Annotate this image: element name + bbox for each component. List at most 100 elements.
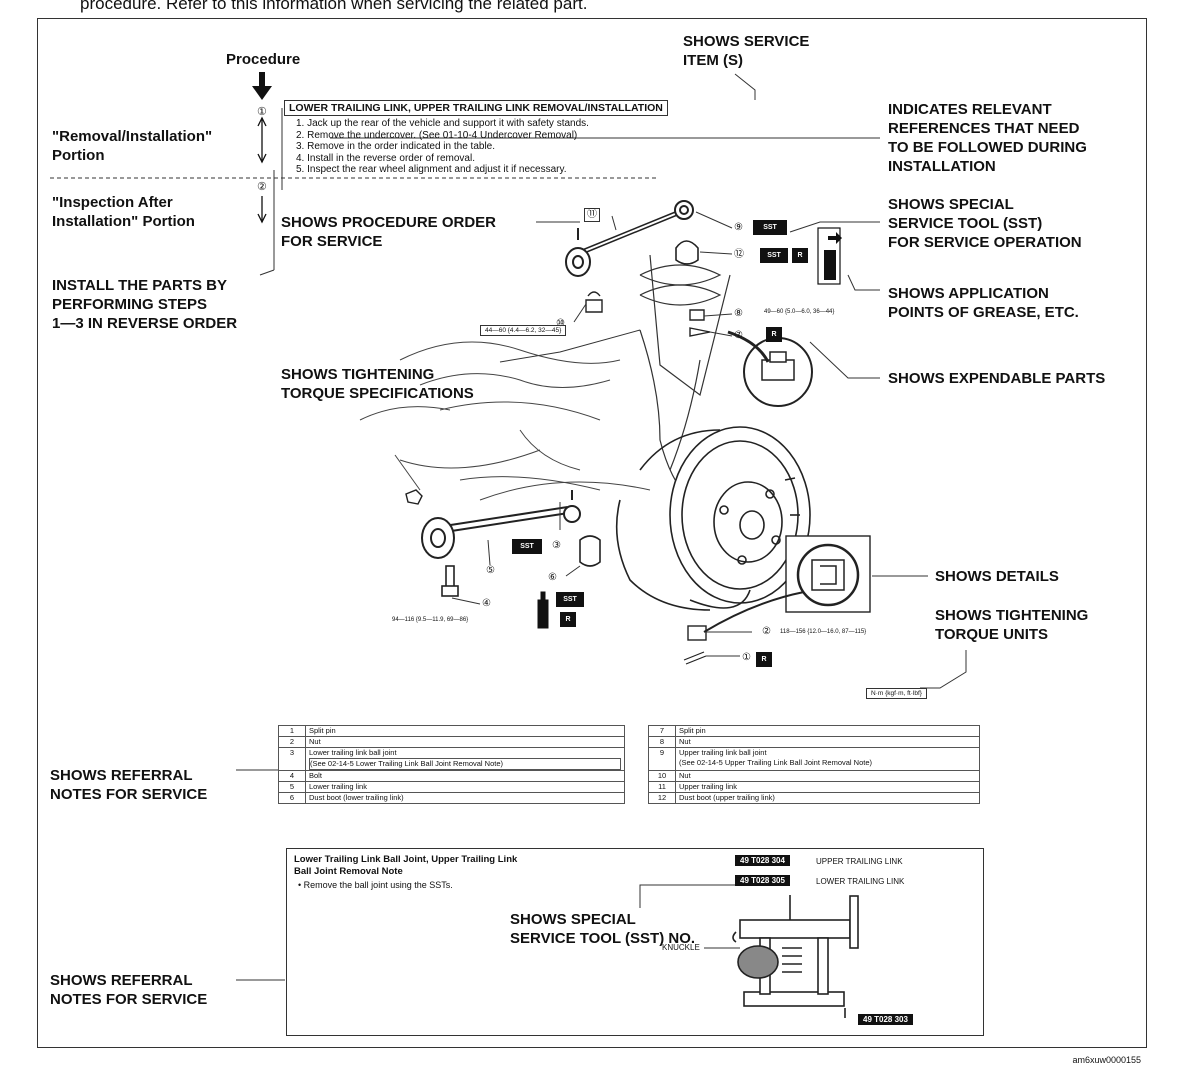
part-number-10: ⑩ [556, 318, 565, 329]
brake-disc-assembly [615, 426, 811, 611]
nut-10 [585, 291, 603, 313]
part-number-12: ⑫ [734, 249, 744, 260]
procedure-title: LOWER TRAILING LINK, UPPER TRAILING LINK… [284, 100, 668, 116]
grease-can-upper-icon [817, 227, 842, 285]
sst-code-bottom: 49 T028 303 [858, 1014, 913, 1025]
callout-service-item: SHOWS SERVICE ITEM (S) [683, 33, 810, 69]
detail-circle-upper [727, 330, 813, 407]
sst-badge-3: SST [512, 539, 542, 554]
r-badge-grease: R [560, 612, 576, 627]
figure-frame [37, 18, 1147, 1048]
figure-id: am6xuw0000155 [1072, 1055, 1141, 1065]
torque-spec-2: 118—156 {12.0—16.0, 87—115} [780, 629, 867, 635]
sst-badge-12: SST [760, 248, 788, 263]
knuckle-label: KNUCKLE [662, 943, 700, 952]
grease-can-lower-icon [537, 591, 549, 629]
sst-code-lower: 49 T028 305 [735, 875, 790, 886]
callout-details: SHOWS DETAILS [935, 568, 1059, 585]
dust-boot-lower [579, 535, 601, 567]
procedure-step-2: 2. Remove the undercover. (See 01-10-4 U… [296, 129, 578, 141]
procedure-step-1: 1. Jack up the rear of the vehicle and s… [296, 118, 589, 129]
part-number-5: ⑤ [486, 565, 495, 576]
part-number-8: ⑧ [734, 308, 743, 319]
note-bullet: • Remove the ball joint using the SSTs. [298, 880, 453, 890]
r-badge-12: R [792, 248, 808, 263]
callout-referral-notes-1: SHOWS REFERRAL NOTES FOR SERVICE [50, 767, 208, 803]
bolt-4 [441, 565, 459, 597]
r-badge-7: R [766, 327, 782, 342]
part-number-4: ④ [482, 598, 491, 609]
sst-badge-9: SST [753, 220, 787, 235]
removal-bracket-icon [257, 116, 267, 164]
part-number-11: ⑪ [584, 208, 600, 222]
note-title-line-2: Ball Joint Removal Note [294, 866, 403, 877]
torque-spec-4: 94—116 {9.5—11.9, 69—86} [392, 617, 469, 623]
step-marker-2: ② [257, 181, 267, 193]
torque-spec-8: 49—60 {5.0—6.0, 36—44} [764, 309, 835, 315]
detail-box-lower [785, 535, 871, 613]
removal-note-box [286, 848, 984, 1036]
part-number-7: ⑦ [734, 330, 743, 341]
r-badge-1: R [756, 652, 772, 667]
intro-text: procedure. Refer to this information whe… [80, 0, 588, 13]
step-marker-1: ① [257, 106, 267, 118]
callout-special-service-tool: SHOWS SPECIAL SERVICE TOOL (SST) FOR SER… [888, 196, 1082, 251]
part-number-1: ① [742, 652, 751, 663]
torque-spec-10: 44—60 {4.4—6.2, 32—45} [480, 325, 567, 336]
note-title-line-1: Lower Trailing Link Ball Joint, Upper Tr… [294, 854, 518, 865]
procedure-arrow-icon [252, 72, 272, 100]
callout-application-points: SHOWS APPLICATION POINTS OF GREASE, ETC. [888, 285, 1079, 321]
sst-label-lower: LOWER TRAILING LINK [816, 877, 905, 886]
procedure-step-4: 4. Install in the reverse order of remov… [296, 152, 475, 164]
callout-expendable-parts: SHOWS EXPENDABLE PARTS [888, 370, 1106, 387]
part-number-9: ⑨ [734, 222, 743, 233]
nut-2 [687, 625, 707, 641]
lower-trailing-link [421, 490, 581, 559]
sst-badge-grease: SST [556, 592, 584, 607]
callout-procedure-order: SHOWS PROCEDURE ORDER FOR SERVICE [281, 214, 497, 250]
callout-tightening-torque-specs: SHOWS TIGHTENING TORQUE SPECIFICATIONS [281, 366, 474, 402]
callout-sst-number: SHOWS SPECIAL SERVICE TOOL (SST) NO. [510, 911, 696, 947]
removal-installation-portion-label: "Removal/Installation" Portion [52, 128, 213, 164]
reference-note-lower-ball-joint: (See 02-14-5 Lower Trailing Link Ball Jo… [309, 758, 621, 770]
part-number-3: ③ [552, 540, 561, 551]
callout-relevant-references: INDICATES RELEVANT REFERENCES THAT NEED … [888, 101, 1087, 175]
inspection-arrow-icon [257, 196, 267, 224]
torque-units-box: N·m {kgf·m, ft·lbf} [866, 688, 927, 699]
part-number-6: ⑥ [548, 572, 557, 583]
sst-tool-illustration [732, 895, 859, 1018]
sst-label-upper: UPPER TRAILING LINK [816, 857, 903, 866]
vehicle-body-outline [359, 341, 651, 501]
sst-code-upper: 49 T028 304 [735, 855, 790, 866]
procedure-label: Procedure [226, 51, 301, 68]
part-number-2: ② [762, 626, 771, 637]
callout-referral-notes-2: SHOWS REFERRAL NOTES FOR SERVICE [50, 972, 208, 1008]
install-reverse-note: INSTALL THE PARTS BY PERFORMING STEPS 1—… [52, 277, 238, 332]
upper-trailing-link [565, 200, 694, 277]
dust-boot-upper [675, 240, 699, 265]
split-pin-7 [689, 327, 711, 337]
callout-torque-units: SHOWS TIGHTENING TORQUE UNITS [935, 607, 1089, 643]
procedure-step-5: 5. Inspect the rear wheel alignment and … [296, 164, 567, 175]
leader-lines [236, 73, 967, 981]
procedure-step-3: 3. Remove in the order indicated in the … [296, 141, 496, 152]
split-pin-1 [683, 651, 707, 665]
reference-note-upper-ball-joint: (See 02-14-5 Upper Trailing Link Ball Jo… [679, 758, 873, 767]
inspection-portion-label: "Inspection After Installation" Portion [52, 194, 195, 230]
nut-8 [689, 309, 705, 321]
